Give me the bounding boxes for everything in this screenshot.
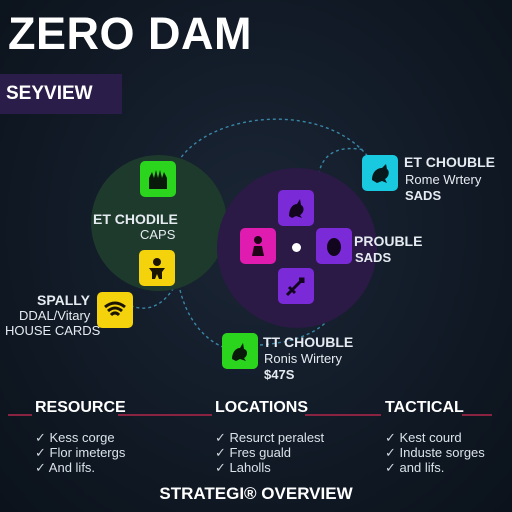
divider <box>305 414 381 416</box>
green-zone-title: ET CHODILE <box>93 211 178 227</box>
page-title: ZERO DAM <box>8 8 252 59</box>
purple-zone-title: PROUBLE <box>354 233 423 249</box>
creature-tile[interactable] <box>316 228 352 264</box>
list-item: Fres guald <box>215 445 324 460</box>
wifi-tile[interactable] <box>97 292 133 328</box>
beast-tile[interactable] <box>362 155 398 191</box>
soldier-tile[interactable] <box>139 250 175 286</box>
info-columns: RESOURCE Kess corge Flor imetergs And li… <box>0 398 512 488</box>
divider <box>462 414 492 416</box>
overview-tab[interactable]: SEYVIEW <box>0 74 122 114</box>
sword-tile[interactable] <box>278 268 314 304</box>
figure-tile[interactable] <box>240 228 276 264</box>
list-item: Laholls <box>215 460 324 475</box>
center-marker <box>292 243 301 252</box>
list-item: Resurct peralest <box>215 430 325 445</box>
sword-icon <box>285 277 305 297</box>
left-node-line2: HOUSE CARDS <box>5 323 101 338</box>
bottom-node-title: TT CHOUBLE <box>263 334 354 350</box>
monster-icon <box>289 199 304 218</box>
purple-zone-value: SADS <box>355 250 392 265</box>
beast-icon <box>372 164 389 183</box>
creature-icon <box>327 238 341 256</box>
dragon-tile[interactable] <box>222 333 258 369</box>
left-node-line1: DDAL/Vitary <box>19 308 91 323</box>
dragon-icon <box>232 343 247 361</box>
top-right-line1: Rome Wrtery <box>405 172 482 187</box>
tactical-column: TACTICAL Kest courd Induste sorges and l… <box>385 398 485 475</box>
list-item: Flor imetergs <box>35 445 126 460</box>
column-heading: TACTICAL <box>385 399 464 416</box>
soldier-icon <box>149 258 165 279</box>
column-heading: LOCATIONS <box>215 399 309 416</box>
bottom-node-line1: Ronis Wirtery <box>264 351 343 366</box>
list-item: And lifs. <box>35 460 126 475</box>
top-right-title: ET CHOUBLE <box>404 154 495 170</box>
figure-icon <box>252 236 264 256</box>
list-item: Induste sorges <box>385 445 485 460</box>
resource-column: RESOURCE Kess corge Flor imetergs And li… <box>35 398 126 475</box>
list-item: Kest courd <box>385 430 485 445</box>
castle-tile[interactable] <box>140 161 176 197</box>
column-heading: RESOURCE <box>35 399 126 416</box>
left-node-title: SPALLY <box>37 292 90 308</box>
green-zone-subtitle: CAPS <box>140 227 176 242</box>
bottom-node-value: $47S <box>264 367 295 382</box>
divider <box>8 414 32 416</box>
castle-icon <box>149 170 167 189</box>
list-item: and lifs. <box>385 460 485 475</box>
overview-tab-label: SEYVIEW <box>6 83 93 104</box>
list-item: Kess corge <box>35 430 126 445</box>
monster-tile[interactable] <box>278 190 314 226</box>
wifi-icon <box>104 301 126 317</box>
locations-column: LOCATIONS Resurct peralest Fres guald La… <box>215 398 324 475</box>
top-right-value: SADS <box>405 188 442 203</box>
footer-title: STRATEGI® OVERVIEW <box>159 484 353 503</box>
divider <box>118 414 212 416</box>
